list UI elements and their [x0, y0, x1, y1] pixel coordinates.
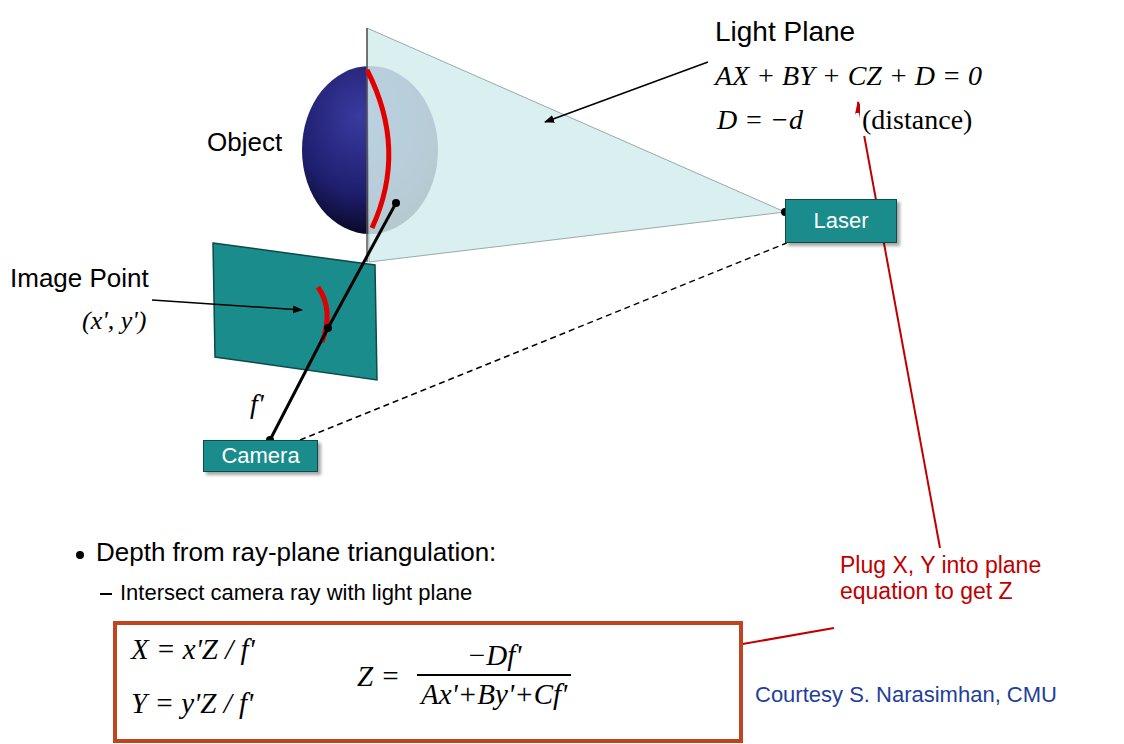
point-dot: [392, 199, 400, 207]
camera-box: Camera: [203, 440, 318, 472]
node-text: Camera: [221, 443, 299, 469]
annotation-arrow: [858, 102, 940, 548]
fraction-bar: [417, 674, 571, 676]
dash: [100, 593, 112, 595]
bullet-text: Depth from ray-plane triangulation:: [96, 538, 496, 568]
annotation-note: Plug X, Y into plane equation to get Z: [838, 552, 1047, 605]
laser-stripe: [367, 70, 389, 228]
coordinate-label: (x', y'): [82, 306, 147, 336]
node-text: −Df': [463, 639, 526, 674]
credit-note: Courtesy S. Narasimhan, CMU: [755, 682, 1057, 707]
plane-title: Light Plane: [715, 16, 855, 48]
equation-note: (distance): [860, 104, 974, 136]
camera-ray: [328, 203, 396, 328]
image-plane: [213, 243, 377, 380]
baseline-connector: [300, 243, 787, 440]
point-dot: [324, 324, 332, 332]
fraction: −Df'Ax'+By'+Cf': [417, 639, 571, 711]
laser-box: Laser: [785, 199, 897, 243]
image-point-label: Image Point: [10, 264, 149, 294]
node-text: Ax'+By'+Cf': [417, 676, 571, 711]
camera-ray: [270, 328, 328, 440]
plane-equation: AX + BY + CZ + D = 0: [715, 60, 982, 92]
node-text: Y = y'Z / f': [131, 687, 253, 720]
leader-arrow: [545, 62, 708, 122]
sub-bullet-text: Intersect camera ray with light plane: [120, 580, 472, 605]
plane-edge: [366, 28, 368, 262]
object-label: Object: [207, 128, 282, 158]
node-text: Z =: [357, 660, 400, 693]
focal-label: f': [250, 388, 264, 420]
bullet: [76, 551, 84, 559]
node-text: X = x'Z / f': [131, 633, 255, 666]
node-text: Laser: [813, 208, 868, 234]
formula-box: X = x'Z / f' Y = y'Z / f' Z = −Df'Ax'+By'+C…: [113, 621, 743, 743]
leader-arrow: [152, 300, 302, 310]
equation-note: D = −d: [715, 104, 805, 136]
